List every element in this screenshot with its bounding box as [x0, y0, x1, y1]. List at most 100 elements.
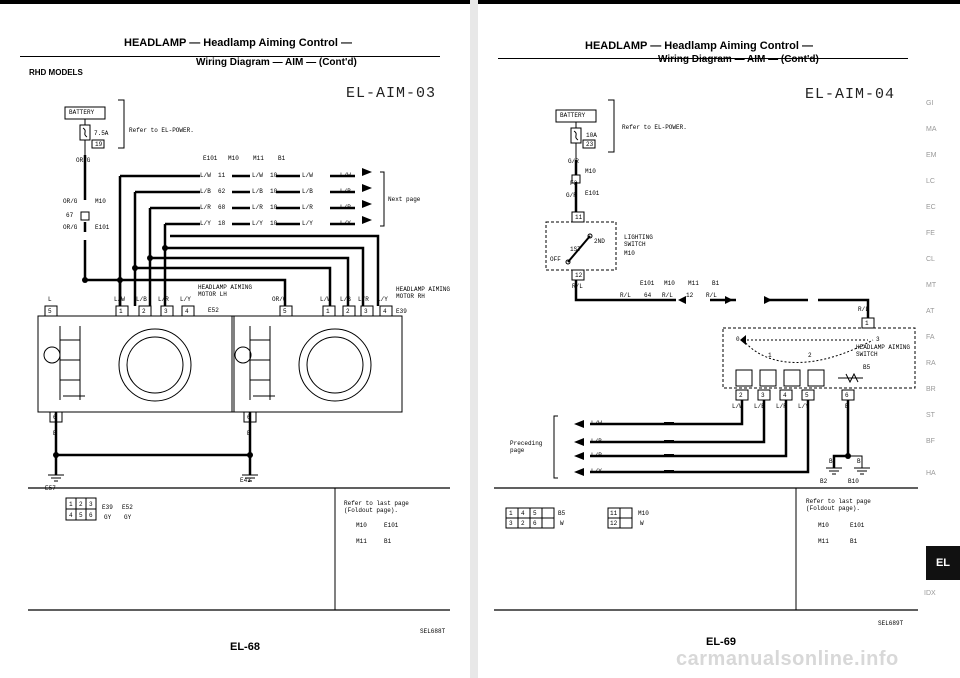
diagram-code: EL-AIM-03 [346, 85, 437, 102]
r-conn-row-4: B1 [712, 280, 720, 287]
wire-lr-b: L/R [252, 204, 263, 211]
lh-pin-3: 2 [142, 308, 146, 315]
wire-or-g: OR/G [76, 157, 91, 164]
prev-wire-lb: L/B [591, 438, 602, 445]
sw-pos-2nd: 2ND [594, 238, 605, 245]
aim-pos-1: 1 [768, 352, 772, 359]
lh-pin-1: 5 [48, 308, 52, 315]
rgrid-2: 4 [521, 510, 525, 517]
tab-cl[interactable]: CL [926, 256, 935, 263]
wire-lw-c: L/W [302, 172, 313, 179]
right-diagram-code: EL-AIM-04 [805, 86, 896, 103]
tab-br[interactable]: BR [926, 386, 936, 393]
aim-wire-b: B [845, 403, 849, 410]
r-fuse-number: 23 [586, 141, 594, 148]
rgrid-5: 2 [521, 520, 525, 527]
r-sw-pin-bot: 12 [575, 272, 583, 279]
r-conn-row-2: M10 [664, 280, 675, 287]
wire-lb-c1: 62 [218, 188, 226, 195]
rh-ground-wire: B [247, 430, 251, 437]
r-refer-power: Refer to EL-POWER. [622, 124, 687, 131]
rh-wire-5: L/Y [377, 296, 388, 303]
rgrid1-color: W [560, 520, 564, 527]
rh-pin-4: 3 [364, 308, 368, 315]
rgrid-4: 3 [509, 520, 513, 527]
wire-lr-c1: 68 [218, 204, 226, 211]
battery-label: BATTERY [69, 109, 95, 116]
conn-row-4: B1 [278, 155, 286, 162]
tab-bf[interactable]: BF [926, 438, 935, 445]
conn-row-1: E101 [203, 155, 218, 162]
ground-e43: E43 [240, 477, 251, 484]
aim-pin-6: 6 [845, 392, 849, 399]
r-ground-wire-2: B [857, 458, 861, 465]
wire-lr-c2: 10 [270, 204, 278, 211]
wire-lw-a: L/W [200, 172, 211, 179]
preceding-page: Preceding page [510, 440, 543, 454]
refer-power: Refer to EL-POWER. [129, 127, 194, 134]
tab-ra[interactable]: RA [926, 360, 936, 367]
tab-at[interactable]: AT [926, 308, 935, 315]
tab-ec[interactable]: EC [926, 204, 936, 211]
left-footcode: SEL688T [420, 628, 446, 635]
wire-lw-d: L/W [340, 172, 351, 179]
wire-lw-c1: 11 [218, 172, 226, 179]
r-battery-label: BATTERY [560, 112, 586, 119]
tab-el-active[interactable]: EL [926, 546, 960, 580]
wire-ly-a: L/Y [200, 220, 211, 227]
aim-pin-2: 2 [739, 392, 743, 399]
rgrid2-color: W [640, 520, 644, 527]
book-gutter [470, 0, 478, 678]
aim-pos-2: 2 [808, 352, 812, 359]
sw-pos-1st: 1ST [570, 246, 581, 253]
watermark: carmanualsonline.info [676, 648, 899, 670]
rgrid2-1: 11 [610, 510, 618, 517]
r-conn-m10: M10 [585, 168, 596, 175]
tab-fa[interactable]: FA [926, 334, 935, 341]
lh-wire-2: L/W [114, 296, 125, 303]
grid-2: 2 [79, 501, 83, 508]
wire-ly-c: L/Y [302, 220, 313, 227]
rl-chain-1: R/L [620, 292, 631, 299]
rl-to-switch: R/L [858, 306, 869, 313]
prev-wire-lr: L/R [591, 452, 602, 459]
r-conn-e101: E101 [585, 190, 600, 197]
tab-idx[interactable]: IDX [924, 590, 936, 597]
lh-wire-5: L/Y [180, 296, 191, 303]
aim-switch-conn: B5 [863, 364, 871, 371]
rh-pin-5: 4 [383, 308, 387, 315]
tab-fe[interactable]: FE [926, 230, 935, 237]
tab-em[interactable]: EM [926, 152, 937, 159]
wire-ly-c1: 18 [218, 220, 226, 227]
tab-gi[interactable]: GI [926, 100, 934, 107]
wire-lb-c: L/B [302, 188, 313, 195]
aim-pin-4: 4 [783, 392, 787, 399]
tab-st[interactable]: ST [926, 412, 935, 419]
r-ref-m11: M11 [818, 538, 829, 545]
tab-mt[interactable]: MT [926, 282, 937, 289]
rgrid2-2: 12 [610, 520, 618, 527]
rh-wire-1: OR/G [272, 296, 287, 303]
r-ref-e101: E101 [850, 522, 865, 529]
sw-pos-off: OFF [550, 256, 561, 263]
gy-2: GY [124, 514, 132, 521]
wire-lr-c: L/R [302, 204, 313, 211]
tab-lc[interactable]: LC [926, 178, 935, 185]
aim-top-pin: 1 [865, 320, 869, 327]
lh-motor-box [37, 315, 235, 413]
tab-ha[interactable]: HA [926, 470, 936, 477]
aim-pin-5: 5 [805, 392, 809, 399]
left-page: HEADLAMP — Headlamp Aiming Control — Wir… [0, 0, 470, 678]
tab-ma[interactable]: MA [926, 126, 937, 133]
conn-e101: E101 [95, 224, 110, 231]
ref-m10: M10 [356, 522, 367, 529]
right-header-title: HEADLAMP — Headlamp Aiming Control — [585, 40, 813, 52]
left-page-number: EL-68 [230, 641, 260, 653]
lh-wire-1: L [48, 296, 52, 303]
wire-lw-b: L/W [252, 172, 263, 179]
r-refer-last-page: Refer to last page (Foldout page). [806, 498, 871, 512]
rgrid-1: 1 [509, 510, 513, 517]
conn-row-2: M10 [228, 155, 239, 162]
fuse-number: 19 [95, 141, 103, 148]
left-header-rule [20, 56, 440, 57]
